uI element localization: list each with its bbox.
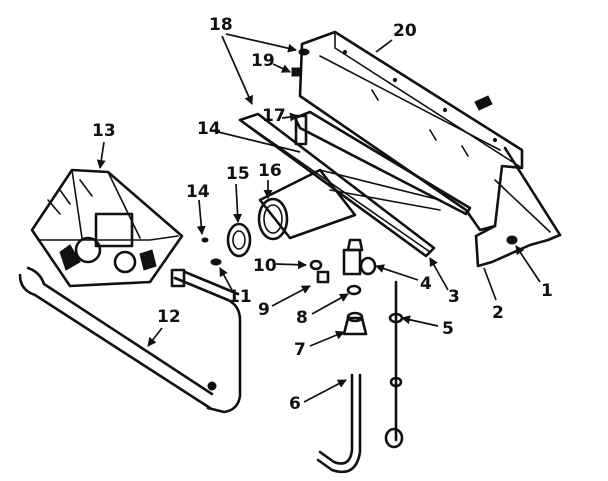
callout-17: 17 [262, 106, 286, 126]
callout-8: 8 [296, 308, 308, 328]
u-frame-part [18, 266, 242, 414]
callout-14-lower: 14 [186, 182, 210, 202]
burner-box-part [30, 168, 184, 288]
orifice-fitting-part [342, 311, 368, 336]
callout-9: 9 [258, 300, 270, 320]
callout-18: 18 [209, 15, 233, 35]
callout-6: 6 [289, 394, 301, 414]
side-bracket-part [474, 95, 562, 268]
callout-16: 16 [258, 161, 282, 181]
callout-12: 12 [157, 307, 181, 327]
callout-11: 11 [228, 287, 252, 307]
back-panel-part [298, 30, 524, 232]
callout-2: 2 [492, 303, 504, 323]
callout-15: 15 [226, 164, 250, 184]
j-pipe-part [316, 373, 362, 474]
screw-fasteners-part [291, 48, 518, 245]
valve-assembly-part [309, 238, 377, 296]
venturi-tube-part [257, 168, 441, 241]
callout-20: 20 [393, 21, 417, 41]
long-rail-part [238, 112, 436, 258]
callout-14-upper: 14 [197, 119, 221, 139]
small-fitting-part [201, 237, 222, 266]
mounting-rail-part [293, 110, 472, 216]
callout-1: 1 [541, 281, 553, 301]
callout-labels: 1 2 3 4 5 6 7 8 9 10 11 12 13 14 14 15 1… [92, 15, 553, 414]
leader-lines [96, 33, 541, 403]
callout-10: 10 [253, 256, 277, 276]
callout-3: 3 [448, 287, 460, 307]
callout-4: 4 [420, 274, 432, 294]
callout-19: 19 [251, 51, 275, 71]
air-shutter-disc-part [226, 222, 252, 258]
callout-13: 13 [92, 121, 116, 141]
callout-7: 7 [294, 340, 306, 360]
thermocouple-rod-part [384, 280, 404, 449]
callout-5: 5 [442, 319, 454, 339]
